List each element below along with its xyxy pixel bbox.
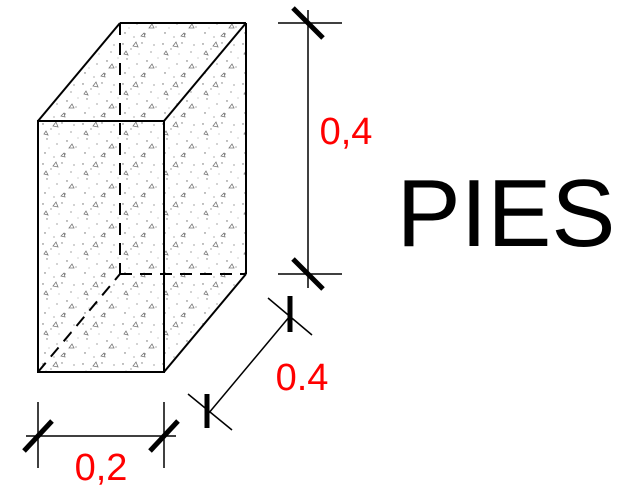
height-tick-bottom [291, 257, 325, 291]
width-dimension-label: 0,2 [75, 447, 128, 489]
depth-dimension-label: 0.4 [276, 357, 329, 399]
height-dimension-label: 0,4 [320, 111, 373, 153]
units-title: PIES [397, 160, 616, 267]
width-tick-left [22, 419, 54, 453]
width-dimension: 0,2 [22, 402, 180, 489]
edge-top-left-diagonal [37, 22, 121, 122]
concrete-block [37, 22, 247, 373]
block-top-face [38, 23, 246, 121]
depth-dimension-line [207, 315, 291, 415]
block-side-face [164, 23, 246, 372]
block-front-face [38, 121, 164, 372]
height-tick-top [291, 6, 325, 40]
hidden-edge-bottom-diagonal [37, 273, 121, 373]
edge-bottom-right-diagonal [163, 273, 247, 373]
height-dimension: 0,4 [278, 6, 373, 291]
depth-dimension: 0.4 [187, 296, 329, 431]
edge-top-right-diagonal [163, 22, 247, 122]
width-tick-right [148, 419, 180, 453]
